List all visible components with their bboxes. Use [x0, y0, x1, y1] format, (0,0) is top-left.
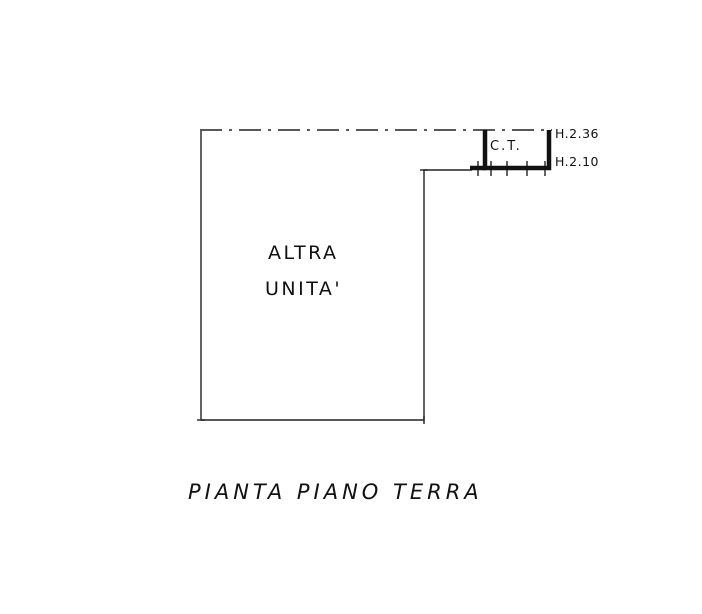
room-label-line2: UNITA' — [265, 278, 342, 300]
ct-room-walls — [482, 130, 552, 171]
height-top-label: H.2.36 — [555, 126, 599, 141]
ct-room-label: C.T. — [490, 139, 522, 154]
room-label-line1: ALTRA — [268, 242, 339, 264]
drawing-title: PIANTA PIANO TERRA — [188, 480, 483, 504]
unit-outline — [200, 131, 472, 421]
height-bottom-label: H.2.10 — [555, 154, 599, 169]
